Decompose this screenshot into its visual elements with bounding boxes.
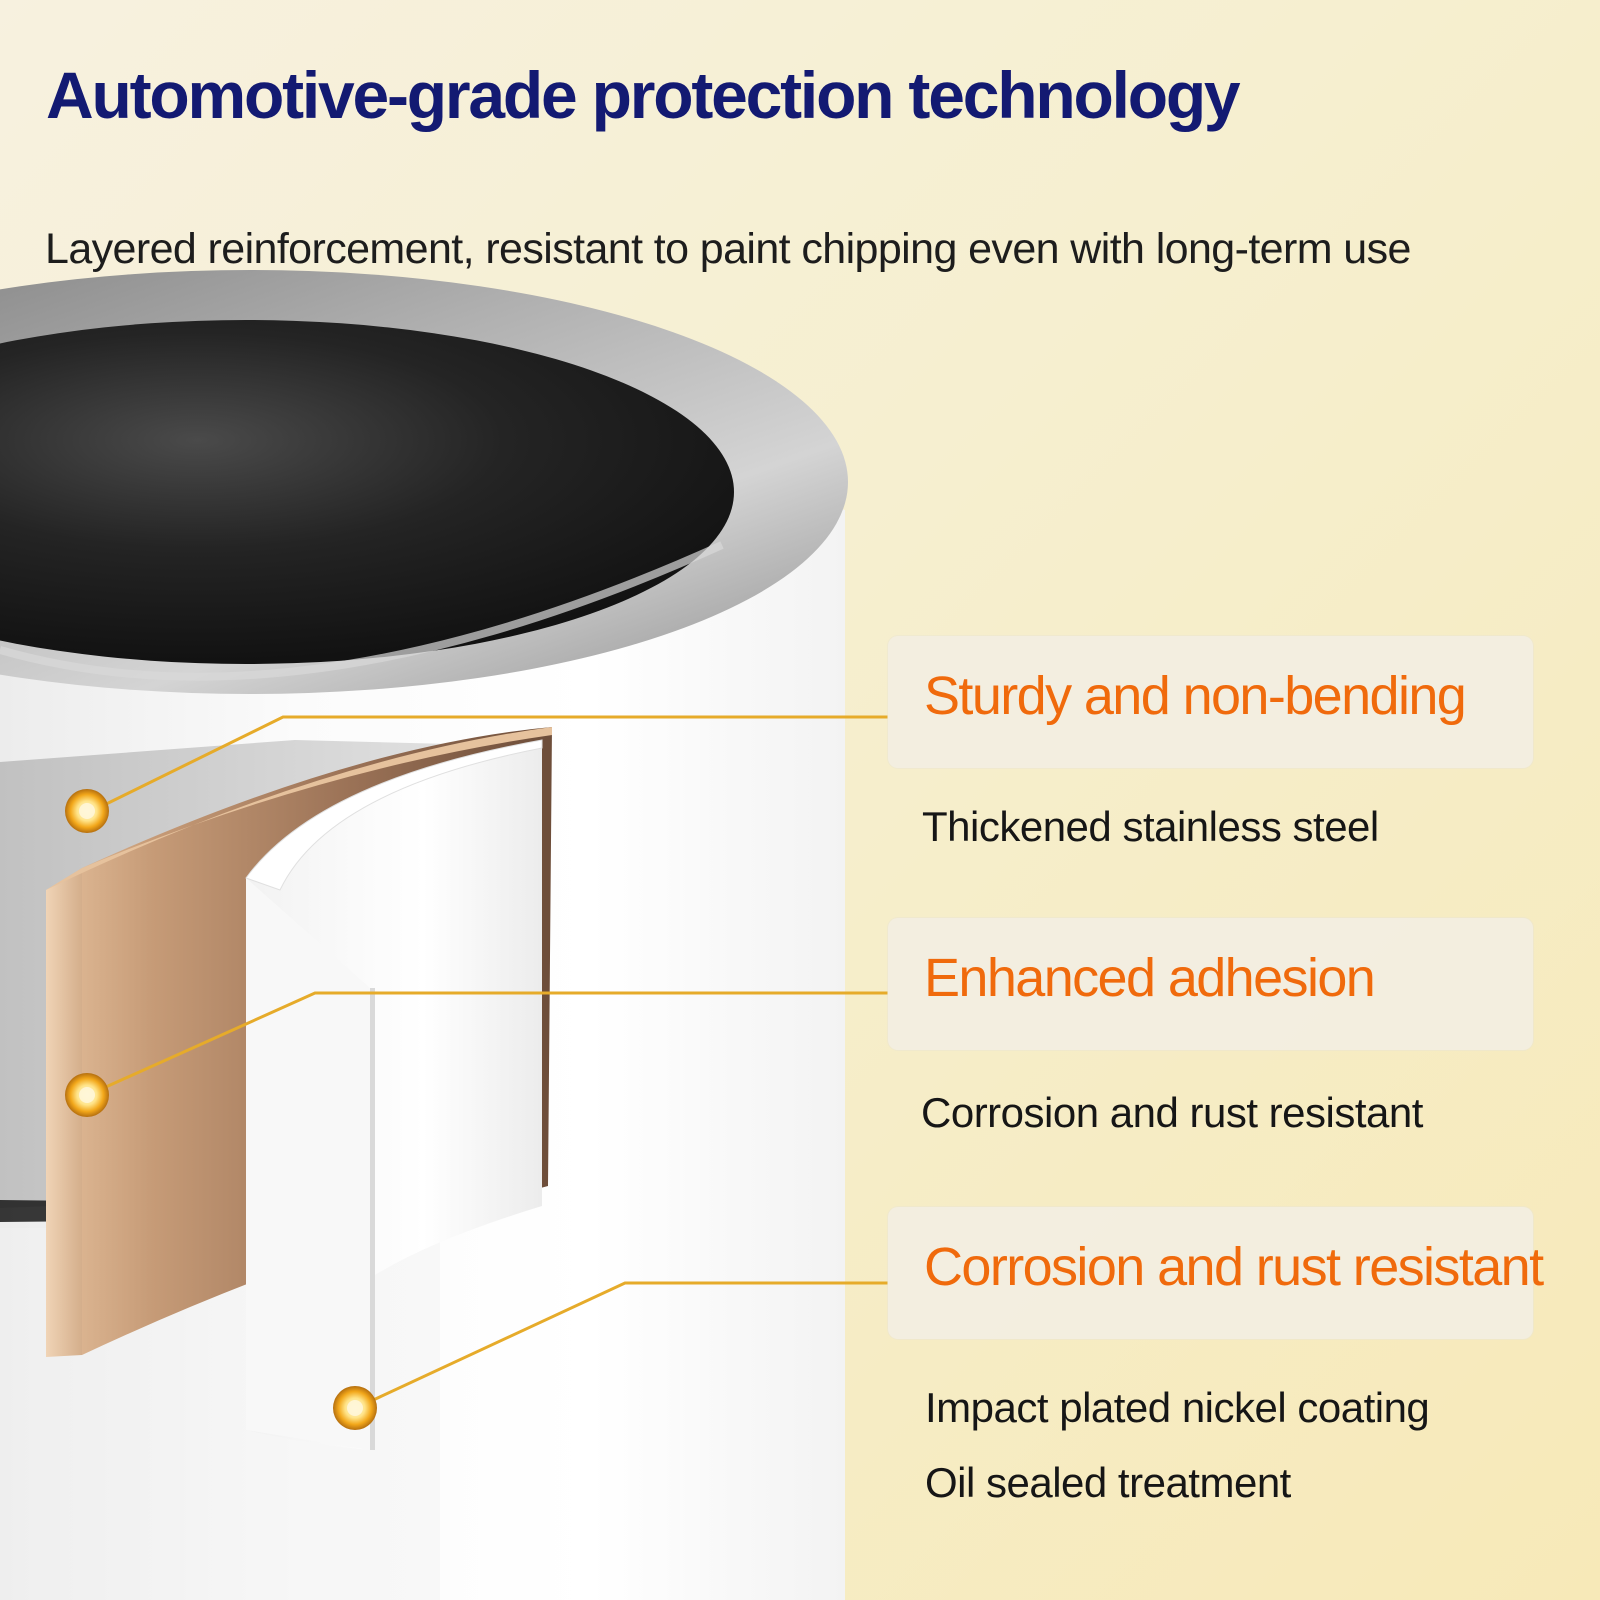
- page-subtitle: Layered reinforcement, resistant to pain…: [45, 225, 1411, 273]
- feature-detail-corrosion-resistance: Corrosion and rust resistant: [921, 1089, 1423, 1136]
- white-coating-layer: [245, 739, 543, 1450]
- layer-markers: [65, 789, 377, 1430]
- feature-detail-stainless-steel: Thickened stainless steel: [922, 803, 1379, 850]
- feature-detail-nickel-coating: Impact plated nickel coating: [925, 1384, 1430, 1431]
- feature-title-corrosion: Corrosion and rust resistant: [924, 1237, 1544, 1297]
- connector-line-3: [355, 1281, 888, 1410]
- cylinder-rim: [0, 270, 848, 694]
- feature-title-sturdy: Sturdy and non-bending: [924, 666, 1467, 726]
- feature-card-sturdy: Sturdy and non-bending: [888, 636, 1533, 768]
- connector-lines: [87, 715, 888, 1410]
- feature-card-corrosion: Corrosion and rust resistant: [888, 1207, 1544, 1339]
- connector-line-1: [89, 715, 888, 814]
- feature-detail-oil-sealed: Oil sealed treatment: [925, 1459, 1291, 1506]
- feature-card-adhesion: Enhanced adhesion: [888, 918, 1533, 1050]
- page-title: Automotive-grade protection technology: [46, 58, 1241, 132]
- connector-line-2: [87, 991, 888, 1097]
- feature-title-adhesion: Enhanced adhesion: [924, 948, 1376, 1008]
